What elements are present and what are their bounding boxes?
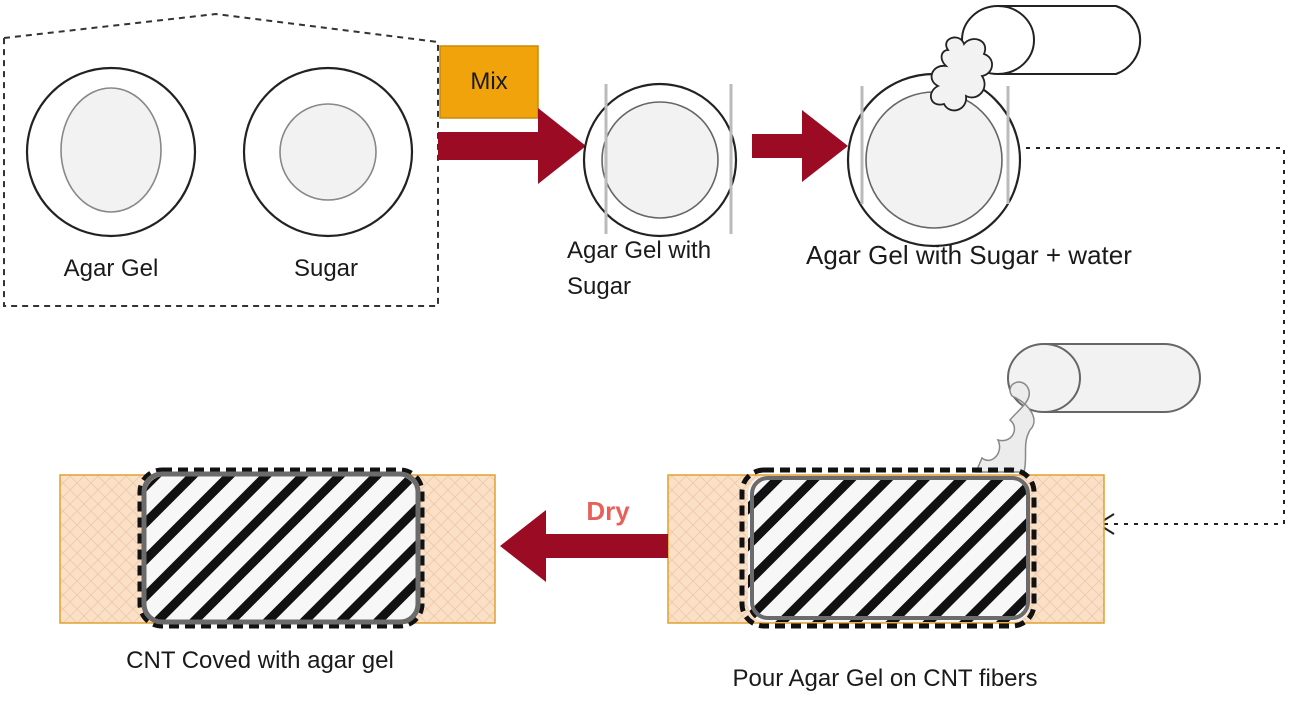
agar-gel-dish (25, 66, 197, 238)
pour-label: Pour Agar Gel on CNT fibers (732, 665, 1037, 692)
mix-arrow (438, 108, 586, 184)
sugar-dish (242, 66, 414, 238)
dry-label: Dry (586, 496, 630, 526)
mix-label: Mix (470, 68, 507, 95)
pour-tube-icon (974, 343, 1201, 473)
cnt-coved-label: CNT Coved with agar gel (126, 647, 394, 674)
process-arrow-2 (752, 110, 848, 182)
cnt-fibers-pour (739, 467, 1037, 629)
ingredients-group-outline (3, 12, 439, 307)
mix-box (439, 45, 539, 119)
dotted-connector (1026, 147, 1285, 525)
cnt-coated-sample (137, 467, 425, 629)
agar-gel-sugar-label-line2: Sugar (567, 273, 631, 300)
agar-gel-sugar-water-label: Agar Gel with Sugar + water (806, 240, 1132, 270)
agar-gel-sugar-water-dish (846, 72, 1022, 248)
sugar-label: Sugar (294, 255, 358, 282)
agar-gel-sugar-label-line1: Agar Gel with (567, 237, 711, 264)
agar-gel-sugar-dish (582, 82, 738, 238)
water-tube-icon (930, 5, 1142, 112)
agar-gel-label: Agar Gel (64, 255, 159, 282)
dry-arrow (500, 510, 668, 582)
